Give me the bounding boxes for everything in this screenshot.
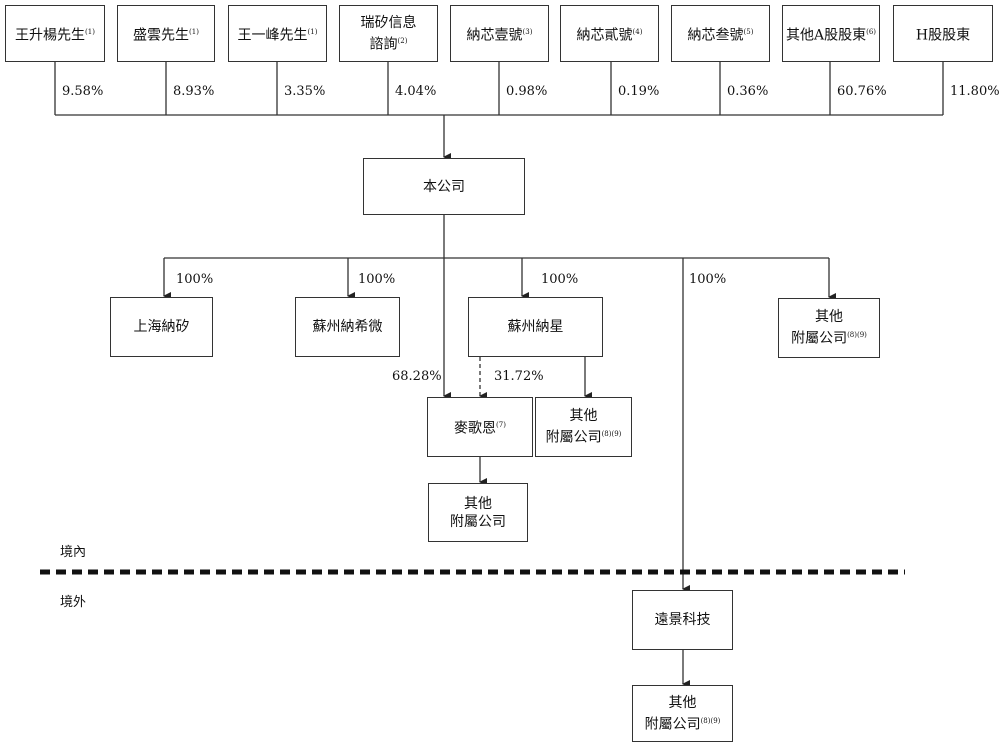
sub-name: 上海納矽 [133,319,190,335]
shareholder-pct: 0.98% [506,84,548,99]
sub-mageen: 麥歌恩(7) [427,397,533,457]
sub-name: 蘇州納星 [507,319,564,335]
shareholder-name: 其他A股股東 [785,27,867,44]
pct-mageen-nx: 31.72% [494,369,544,384]
sub-name: 麥歌恩 [454,420,497,437]
sub-other-right: 其他 附屬公司(8)(9) [778,298,880,358]
shareholder-pct: 60.76% [837,84,887,99]
pct-suzhou-nx: 100% [541,272,579,287]
sub-shanghai: 上海納矽 [110,297,213,357]
shareholder-name: 王一峰先生 [237,27,308,44]
shareholder-box: 納芯貳號(4) [560,5,659,62]
sub-name: 蘇州納希微 [312,319,383,335]
shareholder-box: 其他A股股東(6) [782,5,880,62]
shareholder-name: 納芯貳號 [576,27,633,44]
shareholder-box: 瑞矽信息 諮詢(2) [339,5,438,62]
footnote: (5) [743,27,754,36]
shareholder-box: H股股東 [893,5,993,62]
shareholder-pct: 3.35% [284,84,326,99]
shareholder-name: 納芯叁號 [687,27,744,44]
shareholder-name: 盛雲先生 [133,27,190,44]
shareholder-pct: 11.80% [950,84,1000,99]
shareholder-box: 盛雲先生(1) [117,5,215,62]
company-name: 本公司 [423,178,465,195]
sub-other-mageen: 其他 附屬公司 [428,483,528,542]
footnote: (1) [307,27,318,36]
sub-name: 其他 附屬公司 [450,495,506,530]
pct-mageen-company: 68.28% [392,369,442,384]
shareholder-pct: 0.36% [727,84,769,99]
sub-other-yj: 其他 附屬公司(8)(9) [632,685,733,742]
sub-yuanjing: 遠景科技 [632,590,733,650]
footnote: (4) [632,27,643,36]
sub-name: 其他 附屬公司 [545,408,602,446]
shareholder-name: 納芯壹號 [466,27,523,44]
shareholder-box: 納芯叁號(5) [671,5,770,62]
sub-name: 遠景科技 [654,612,711,628]
shareholder-pct: 4.04% [395,84,437,99]
shareholder-box: 王升楊先生(1) [5,5,105,62]
footnote: (8)(9) [700,716,721,725]
pct-overseas: 100% [689,272,727,287]
company-box: 本公司 [363,158,525,215]
pct-shanghai: 100% [176,272,214,287]
sub-suzhou-xw: 蘇州納希微 [295,297,400,357]
shareholder-pct: 0.19% [618,84,660,99]
shareholder-box: 納芯壹號(3) [450,5,549,62]
sub-name: 其他 附屬公司 [644,694,701,733]
footnote: (3) [522,27,533,36]
sub-other-nx: 其他 附屬公司(8)(9) [535,397,632,457]
shareholder-pct: 9.58% [62,84,104,99]
footnote: (8)(9) [847,331,867,340]
shareholder-name: 王升楊先生 [15,27,86,44]
sub-suzhou-nx: 蘇州納星 [468,297,603,357]
footnote: (7) [496,421,506,430]
sub-name: 其他 附屬公司 [791,309,848,347]
region-domestic: 境內 [60,545,87,560]
pct-suzhou-xw: 100% [358,272,396,287]
footnote: (1) [189,27,199,36]
shareholder-name: H股股東 [915,27,971,44]
region-overseas: 境外 [60,595,87,610]
footnote: (1) [85,27,95,36]
shareholder-box: 王一峰先生(1) [228,5,327,62]
footnote: (2) [397,36,408,45]
footnote: (8)(9) [601,430,622,439]
shareholder-pct: 8.93% [173,84,215,99]
footnote: (6) [866,27,877,36]
shareholder-name: 瑞矽信息 諮詢 [360,14,417,53]
